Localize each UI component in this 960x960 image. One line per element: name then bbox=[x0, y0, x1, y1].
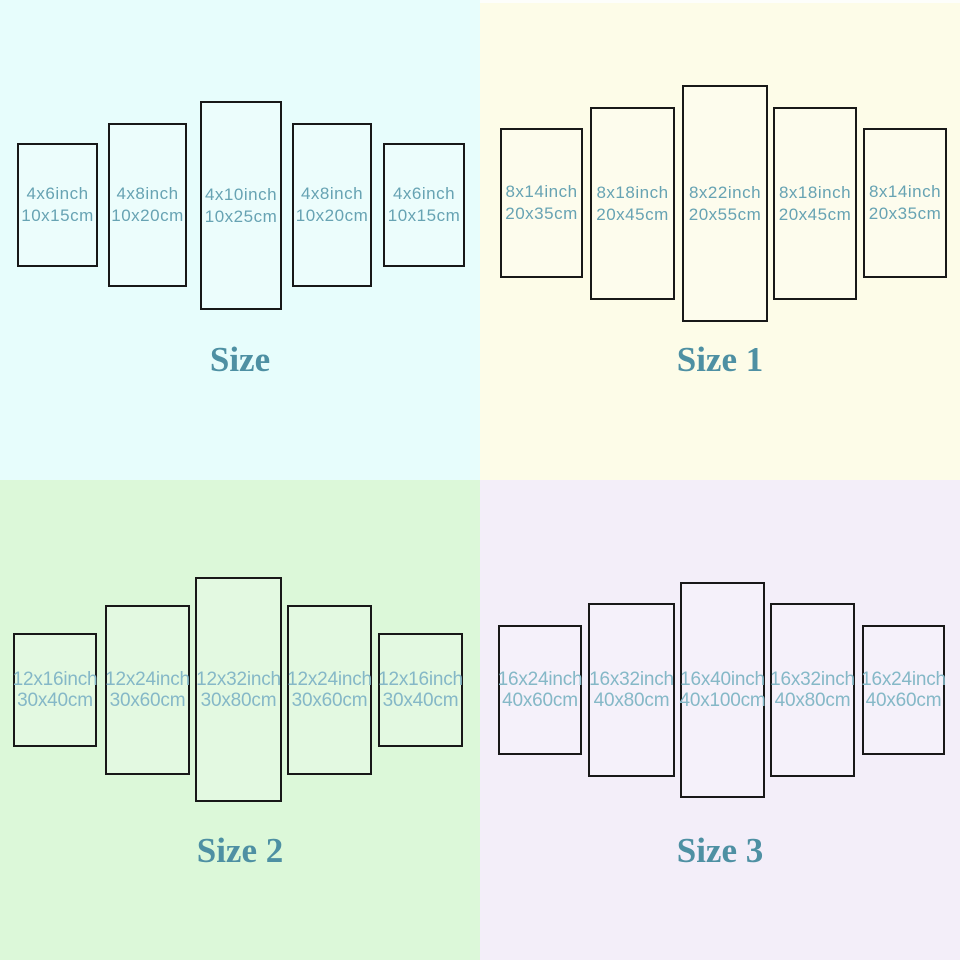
size-variant-title: Size 2 bbox=[196, 831, 284, 870]
panel-size-inch: 4x8inch bbox=[116, 184, 179, 203]
size-variant-title: Size bbox=[209, 340, 271, 379]
canvas-panel-rect: 12x16inch 30x40cm bbox=[12, 633, 98, 747]
panel-size-cm: 30x40cm bbox=[382, 690, 459, 711]
canvas-panel-rect: 4x8inch 10x20cm bbox=[292, 123, 372, 287]
panel-size-cm: 30x80cm bbox=[200, 689, 277, 711]
size-variant-card-size-1: 8x14inch 20x35cm 8x18inch 20x45cm 8x22in… bbox=[480, 0, 960, 480]
panel-size-inch: 12x16inch bbox=[12, 669, 98, 690]
size-variant-card-size-2: 12x16inch 30x40cm 12x24inch 30x60cm 12x3… bbox=[0, 480, 480, 960]
panel-size-inch: 16x24inch bbox=[861, 669, 946, 690]
canvas-panel-rect: 8x22inch 20x55cm bbox=[682, 85, 768, 322]
canvas-panel-rect: 12x24inch 30x60cm bbox=[287, 605, 372, 775]
panel-size-cm: 20x55cm bbox=[688, 204, 762, 224]
panel-size-cm: 20x35cm bbox=[505, 204, 578, 223]
panel-size-cm: 40x60cm bbox=[502, 690, 578, 711]
panel-size-inch: 16x40inch bbox=[680, 669, 765, 690]
panel-size-cm: 30x40cm bbox=[17, 690, 93, 711]
canvas-panel-rect: 12x32inch 30x80cm bbox=[195, 577, 282, 802]
panel-size-cm: 40x60cm bbox=[865, 690, 942, 711]
panel-size-cm: 10x20cm bbox=[295, 206, 369, 225]
panel-size-inch: 8x14inch bbox=[868, 182, 942, 201]
panel-size-cm: 10x25cm bbox=[204, 206, 278, 226]
panel-size-cm: 10x20cm bbox=[111, 206, 184, 225]
size-variant-card-size: 4x6inch 10x15cm 4x8inch 10x20cm 4x10inch… bbox=[0, 0, 480, 480]
panel-size-inch: 4x6inch bbox=[392, 184, 456, 203]
panel-size-inch: 8x22inch bbox=[688, 182, 762, 202]
canvas-panel-rect: 12x16inch 30x40cm bbox=[378, 633, 463, 747]
panel-size-inch: 4x8inch bbox=[300, 184, 364, 203]
canvas-panel-rect: 16x40inch 40x100cm bbox=[679, 582, 766, 798]
panel-size-cm: 20x45cm bbox=[778, 204, 852, 224]
canvas-panel-rect: 16x32inch 40x80cm bbox=[770, 603, 855, 777]
canvas-panel-rect: 8x14inch 20x35cm bbox=[863, 128, 947, 278]
panel-size-inch: 16x32inch bbox=[589, 669, 674, 690]
panel-size-inch: 8x18inch bbox=[778, 182, 852, 202]
panel-size-inch: 12x32inch bbox=[196, 668, 281, 690]
panel-size-inch: 16x24inch bbox=[497, 669, 583, 690]
panel-size-inch: 4x10inch bbox=[204, 184, 278, 204]
panel-size-inch: 12x24inch bbox=[287, 669, 372, 690]
panel-size-cm: 10x15cm bbox=[387, 206, 461, 225]
panel-size-inch: 8x14inch bbox=[505, 182, 578, 201]
canvas-panel-rect: 16x24inch 40x60cm bbox=[861, 625, 946, 755]
panel-size-inch: 8x18inch bbox=[596, 182, 669, 202]
panel-size-cm: 20x35cm bbox=[868, 204, 942, 223]
size-variant-title: Size 3 bbox=[676, 831, 764, 870]
canvas-panel-rect: 16x32inch 40x80cm bbox=[588, 603, 675, 777]
canvas-panel-rect: 4x8inch 10x20cm bbox=[108, 123, 187, 287]
panel-size-cm: 40x80cm bbox=[593, 690, 670, 711]
panel-size-cm: 40x80cm bbox=[774, 690, 851, 711]
panel-size-cm: 20x45cm bbox=[596, 204, 669, 224]
panel-size-inch: 12x16inch bbox=[378, 669, 463, 690]
panel-size-inch: 16x32inch bbox=[770, 669, 855, 690]
panel-size-cm: 30x60cm bbox=[291, 690, 368, 711]
canvas-panel-rect: 4x6inch 10x15cm bbox=[17, 143, 98, 267]
canvas-panel-rect: 16x24inch 40x60cm bbox=[497, 625, 583, 755]
panel-size-cm: 40x100cm bbox=[679, 690, 766, 711]
panel-size-cm: 10x15cm bbox=[21, 206, 94, 225]
top-edge-strip bbox=[480, 0, 960, 3]
panel-size-inch: 4x6inch bbox=[26, 184, 89, 203]
canvas-panel-rect: 4x6inch 10x15cm bbox=[383, 143, 465, 267]
panel-size-inch: 12x24inch bbox=[105, 669, 190, 690]
canvas-panel-rect: 4x10inch 10x25cm bbox=[200, 101, 282, 310]
canvas-panel-rect: 8x14inch 20x35cm bbox=[500, 128, 583, 278]
canvas-panel-rect: 12x24inch 30x60cm bbox=[105, 605, 190, 775]
panel-size-cm: 30x60cm bbox=[109, 690, 186, 711]
size-variant-card-size-3: 16x24inch 40x60cm 16x32inch 40x80cm 16x4… bbox=[480, 480, 960, 960]
size-variant-title: Size 1 bbox=[676, 340, 764, 379]
canvas-panel-rect: 8x18inch 20x45cm bbox=[590, 107, 675, 300]
canvas-panel-rect: 8x18inch 20x45cm bbox=[773, 107, 857, 300]
